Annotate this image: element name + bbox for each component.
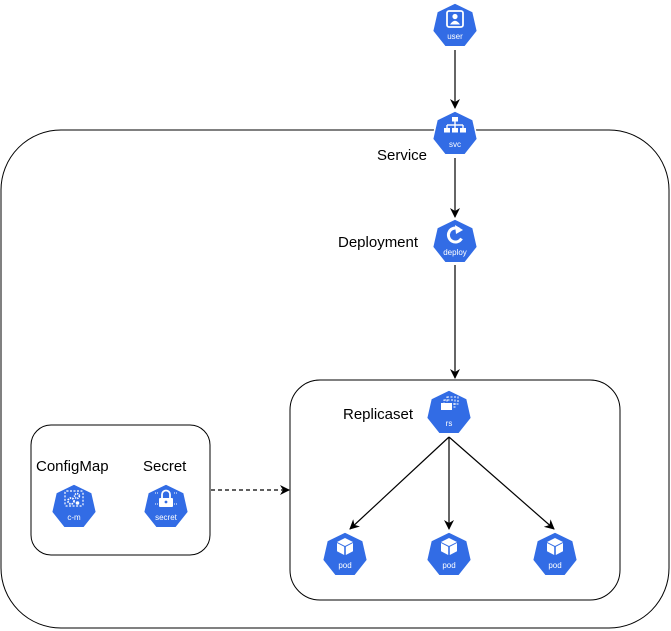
secret-node: secret (142, 483, 190, 529)
pod-node-label: pod (338, 561, 351, 570)
pod-node-3: pod (531, 531, 579, 577)
deploy-node: deploy (431, 218, 479, 264)
secret-node-label: secret (155, 513, 178, 522)
replicaset-label: Replicaset (343, 406, 414, 423)
arrow-rs-to-pod-3 (448, 436, 555, 530)
svc-node-label: svc (449, 140, 461, 149)
configmap-node: c-m (50, 483, 98, 529)
user-icon (446, 10, 464, 28)
cube-icon (337, 538, 353, 555)
padlock-icon (155, 489, 177, 507)
pod-node-label: pod (442, 561, 455, 570)
configmap-node-label: c-m (67, 513, 81, 522)
replicaset-boundary (289, 379, 621, 601)
cube-icon (441, 538, 457, 555)
secret-label: Secret (143, 458, 187, 475)
rs-node: rs (425, 389, 473, 435)
rotate-arrow-icon (446, 225, 463, 244)
user-node: user (431, 2, 479, 48)
cube-icon (547, 538, 563, 555)
stacked-rectangles-icon (441, 396, 459, 410)
rs-node-label: rs (446, 419, 453, 428)
gears-icon (64, 490, 84, 507)
arrow-rs-to-pod-1 (349, 436, 450, 530)
network-tree-icon (444, 117, 466, 133)
deploy-node-label: deploy (443, 248, 467, 257)
pod-node-label: pod (548, 561, 561, 570)
config-secret-boundary (30, 424, 211, 556)
pod-node-1: pod (321, 531, 369, 577)
configmap-label: ConfigMap (36, 458, 109, 475)
deployment-label: Deployment (338, 234, 419, 251)
pod-node-2: pod (425, 531, 473, 577)
service-boundary (0, 129, 670, 629)
user-node-label: user (447, 32, 463, 41)
svc-node: svc (431, 110, 479, 156)
service-label: Service (377, 147, 427, 164)
